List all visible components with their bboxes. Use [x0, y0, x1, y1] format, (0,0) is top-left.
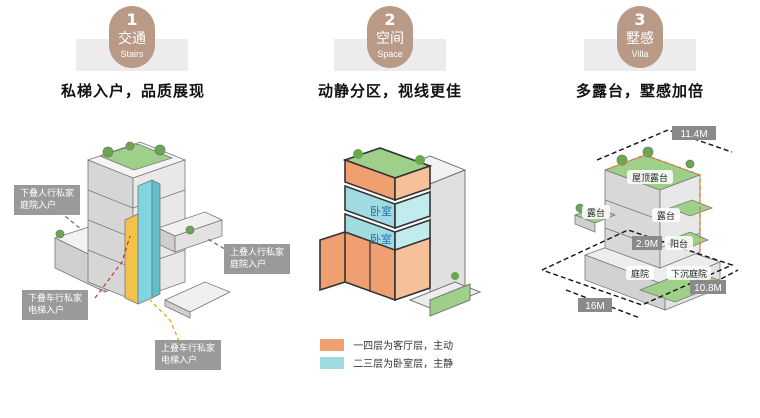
callout-lower-person-entry: 下叠人行私家 庭院入户 [14, 185, 81, 215]
section-title-cn: 墅感 [626, 31, 654, 47]
dim-label-top: 11.4M [680, 129, 707, 140]
callout-line: 庭院入户 [230, 260, 267, 270]
section-number: 1 [126, 10, 138, 29]
callout-line: 电梯入户 [28, 306, 65, 316]
stairs-building [53, 141, 231, 319]
label-courtyard: 庭院 [631, 268, 649, 280]
section-title-en: Space [377, 49, 403, 59]
space-building [319, 147, 482, 317]
callout-line: 庭院入户 [20, 201, 57, 211]
villa-space-labels: 屋顶露台 露台 露台 阳台 庭院 下沉庭院 [582, 170, 711, 280]
legend-swatch-living [320, 338, 344, 351]
section-badge-stairs: 1 交通 Stairs [76, 6, 188, 72]
section-title-cn: 空间 [376, 31, 404, 47]
bedroom-label-lower: 卧室 [370, 232, 392, 246]
heading-space: 动静分区，视线更佳 [317, 82, 462, 100]
legend-label-living: 一四层为客厅层，主动 [353, 341, 454, 352]
label-sunken-courtyard: 下沉庭院 [671, 268, 707, 280]
dim-label-bottom-left: 16M [585, 301, 604, 312]
label-roof-terrace: 屋顶露台 [632, 172, 668, 184]
dim-label-mid: 2.9M [636, 239, 658, 250]
badge-circle: 1 交通 Stairs [109, 6, 155, 68]
label-terrace-left: 露台 [587, 207, 605, 219]
legend-swatch-bedroom [320, 356, 344, 369]
villa-roof-outline [604, 154, 701, 252]
section-badge-villa: 3 墅感 Villa [584, 6, 696, 72]
badge-circle: 3 墅感 Villa [617, 6, 663, 68]
label-balcony: 阳台 [670, 238, 688, 250]
section-number: 3 [634, 10, 646, 29]
legend-item-bedroom: 二三层为卧室层，主静 [320, 355, 454, 370]
callout-upper-car-entry: 上叠车行私家 电梯入户 [155, 340, 222, 370]
section-badge-space: 2 空间 Space [334, 6, 446, 72]
villa-dimension-lines [541, 129, 739, 319]
callout-line: 电梯入户 [161, 356, 198, 366]
callout-line: 上叠人行私家 [230, 248, 285, 258]
label-terrace-mid: 露台 [657, 210, 675, 222]
callout-lower-car-entry: 下叠车行私家 电梯入户 [22, 290, 89, 320]
dim-label-bottom-right: 10.8M [694, 283, 722, 294]
heading-villa: 多露台，墅感加倍 [575, 82, 704, 100]
stairs-route-lines [59, 211, 231, 349]
section-title-en: Stairs [120, 49, 144, 59]
heading-stairs: 私梯入户，品质展现 [60, 82, 205, 100]
callout-upper-person-entry: 上叠人行私家 庭院入户 [224, 244, 291, 274]
bedroom-label-upper: 卧室 [370, 204, 392, 218]
callout-line: 下叠人行私家 [20, 189, 75, 199]
callout-line: 下叠车行私家 [28, 294, 83, 304]
badge-circle: 2 空间 Space [367, 6, 413, 68]
section-title-cn: 交通 [118, 31, 146, 47]
section-number: 2 [384, 10, 396, 29]
villa-dimension-labels: 11.4M 2.9M 16M 10.8M [578, 126, 726, 312]
legend-label-bedroom: 二三层为卧室层，主静 [353, 359, 454, 370]
legend-item-living: 一四层为客厅层，主动 [320, 337, 454, 352]
callout-line: 上叠车行私家 [161, 344, 216, 354]
section-title-en: Villa [631, 49, 649, 59]
